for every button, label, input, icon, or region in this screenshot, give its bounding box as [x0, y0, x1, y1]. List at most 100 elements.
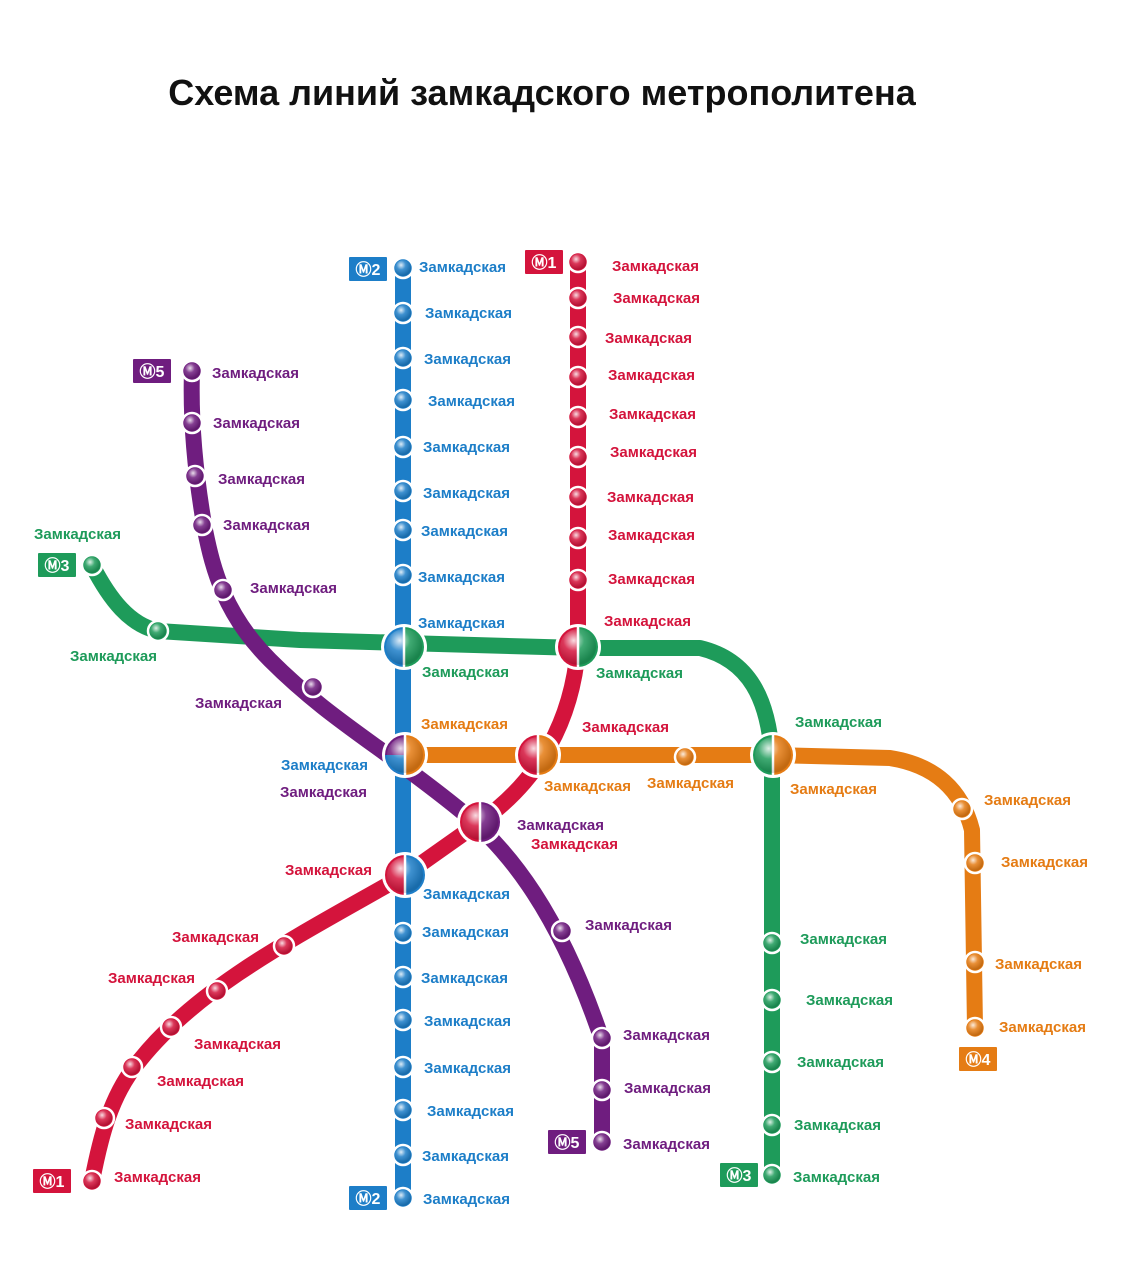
station-line-2-5[interactable] — [391, 479, 415, 503]
station-label: Замкадская — [114, 1169, 201, 1186]
station-line-1-25[interactable] — [205, 979, 229, 1003]
station-label: Замкадская — [427, 1103, 514, 1120]
station-line-2-0[interactable] — [391, 256, 415, 280]
station-line-2-4[interactable] — [391, 435, 415, 459]
station-label: Замкадская — [613, 290, 700, 307]
metro-logo-icon — [349, 1186, 387, 1210]
station-line-1-29[interactable] — [80, 1169, 104, 1193]
station-line-3-46[interactable] — [760, 1163, 784, 1187]
transfer-label: Замкадская — [281, 757, 368, 774]
transfer-label: Замкадская — [582, 719, 669, 736]
station-line-2-12[interactable] — [391, 1098, 415, 1122]
station-line-4-50[interactable] — [963, 950, 987, 974]
station-line-1-16[interactable] — [566, 286, 590, 310]
station-line-1-27[interactable] — [120, 1055, 144, 1079]
station-line-2-8[interactable] — [391, 921, 415, 945]
transfer-station-1[interactable] — [555, 624, 601, 670]
station-line-1-26[interactable] — [159, 1015, 183, 1039]
transfer-station-6[interactable] — [750, 732, 796, 778]
station-line-3-43[interactable] — [760, 988, 784, 1012]
station-label: Замкадская — [608, 367, 695, 384]
station-line-1-17[interactable] — [566, 325, 590, 349]
station-line-3-44[interactable] — [760, 1050, 784, 1074]
line-badge-label: Ⓜ5 — [555, 1133, 580, 1152]
transfer-station-4[interactable] — [457, 799, 503, 845]
station-line-5-38[interactable] — [590, 1078, 614, 1102]
station-label: Замкадская — [212, 365, 299, 382]
station-line-2-3[interactable] — [391, 388, 415, 412]
station-line-5-37[interactable] — [590, 1026, 614, 1050]
station-label: Замкадская — [213, 415, 300, 432]
station-label: Замкадская — [995, 956, 1082, 973]
station-line-1-22[interactable] — [566, 526, 590, 550]
station-line-2-1[interactable] — [391, 301, 415, 325]
station-line-1-28[interactable] — [92, 1106, 116, 1130]
station-line-2-7[interactable] — [391, 563, 415, 587]
transfer-label: Замкадская — [418, 615, 505, 632]
station-line-2-14[interactable] — [391, 1186, 415, 1210]
transfer-station-5[interactable] — [382, 852, 428, 898]
station-line-3-42[interactable] — [760, 931, 784, 955]
station-label: Замкадская — [423, 1191, 510, 1208]
station-line-3-41[interactable] — [146, 619, 170, 643]
line-2-badge: Ⓜ2 — [349, 257, 387, 281]
station-label: Замкадская — [425, 305, 512, 322]
station-line-5-36[interactable] — [550, 919, 574, 943]
station-line-5-31[interactable] — [180, 411, 204, 435]
line-3-track — [84, 557, 780, 1183]
transfer-label: Замкадская — [596, 665, 683, 682]
transfer-station-3[interactable] — [515, 732, 561, 778]
line-badge-label: Ⓜ1 — [40, 1172, 65, 1191]
metro-logo-icon — [133, 359, 171, 383]
station-line-1-19[interactable] — [566, 405, 590, 429]
station-line-2-2[interactable] — [391, 346, 415, 370]
station-line-1-23[interactable] — [566, 568, 590, 592]
page-title: Схема линий замкадского метрополитена — [168, 72, 916, 113]
station-line-5-39[interactable] — [590, 1130, 614, 1154]
station-line-4-48[interactable] — [950, 797, 974, 821]
station-label: Замкадская — [608, 571, 695, 588]
station-line-2-6[interactable] — [391, 518, 415, 542]
station-label: Замкадская — [421, 970, 508, 987]
station-line-2-11[interactable] — [391, 1055, 415, 1079]
station-line-5-32[interactable] — [183, 464, 207, 488]
station-label: Замкадская — [194, 1036, 281, 1053]
station-label: Замкадская — [793, 1169, 880, 1186]
station-line-3-40[interactable] — [80, 553, 104, 577]
station-line-2-13[interactable] — [391, 1143, 415, 1167]
metro-logo-icon — [525, 250, 563, 274]
transfer-label: Замкадская — [421, 716, 508, 733]
station-label: Замкадская — [612, 258, 699, 275]
station-line-3-45[interactable] — [760, 1113, 784, 1137]
line-badge-label: Ⓜ2 — [356, 1189, 381, 1208]
transfer-station-2[interactable] — [382, 732, 428, 778]
station-line-1-24[interactable] — [272, 934, 296, 958]
station-label: Замкадская — [609, 406, 696, 423]
station-line-5-30[interactable] — [180, 359, 204, 383]
station-line-4-51[interactable] — [963, 1016, 987, 1040]
station-label: Замкадская — [607, 489, 694, 506]
station-line-4-47[interactable] — [673, 745, 697, 769]
station-label: Замкадская — [800, 931, 887, 948]
station-label: Замкадская — [157, 1073, 244, 1090]
station-line-4-49[interactable] — [963, 851, 987, 875]
station-line-2-9[interactable] — [391, 965, 415, 989]
station-label: Замкадская — [999, 1019, 1086, 1036]
line-3-badge: Ⓜ3 — [720, 1163, 758, 1187]
transfer-label: Замкадская — [604, 613, 691, 630]
station-line-5-33[interactable] — [190, 513, 214, 537]
transfer-label: Замкадская — [423, 886, 510, 903]
station-line-5-35[interactable] — [301, 675, 325, 699]
station-label: Замкадская — [424, 1060, 511, 1077]
station-line-2-10[interactable] — [391, 1008, 415, 1032]
transfer-label: Замкадская — [795, 714, 882, 731]
station-line-1-15[interactable] — [566, 250, 590, 274]
station-line-5-34[interactable] — [211, 578, 235, 602]
station-line-1-18[interactable] — [566, 365, 590, 389]
station-label: Замкадская — [218, 471, 305, 488]
station-line-1-21[interactable] — [566, 485, 590, 509]
station-line-1-20[interactable] — [566, 445, 590, 469]
transfer-label: Замкадская — [422, 664, 509, 681]
transfer-label: Замкадская — [280, 784, 367, 801]
